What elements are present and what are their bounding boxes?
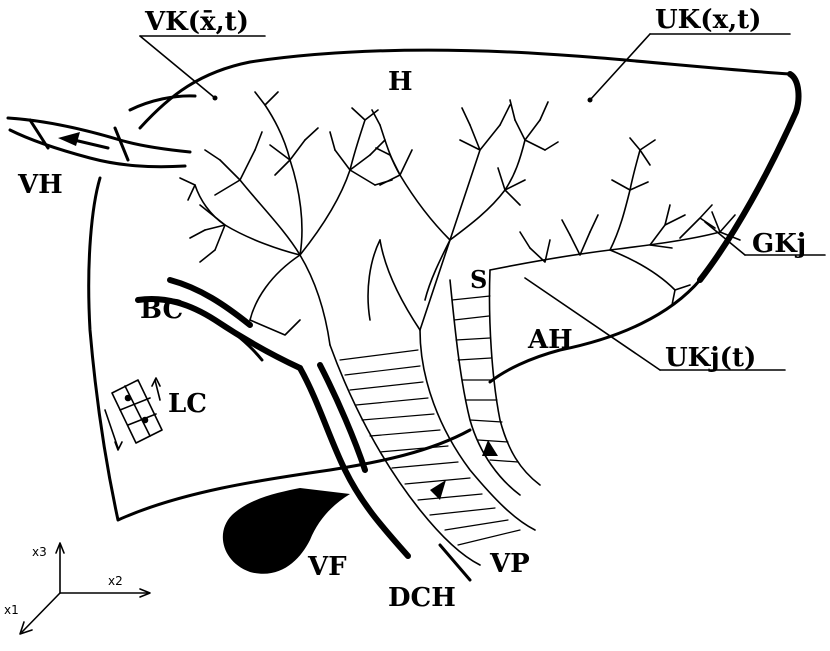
label-lc: LC <box>168 389 207 419</box>
vascular-tree-right <box>489 137 741 306</box>
label-vf: VF <box>307 552 347 582</box>
leader-lines <box>139 33 826 371</box>
coordinate-axes <box>19 542 151 635</box>
gallbladder <box>222 488 350 574</box>
label-gkj: GKj <box>752 229 806 259</box>
label-uk: UK(x,t) <box>655 5 761 35</box>
portal-vein <box>329 329 536 582</box>
label-ah: AH <box>527 325 573 355</box>
label-vh: VH <box>17 170 63 200</box>
liver-lobule <box>104 377 163 451</box>
axis-label-x1: x1 <box>4 603 19 617</box>
label-dch: DCH <box>388 583 456 613</box>
axis-label-x2: x2 <box>108 574 123 588</box>
vascular-tree-center <box>367 99 559 331</box>
label-ukj: UKj(t) <box>665 343 756 373</box>
vascular-tree-left <box>179 91 393 346</box>
label-s: S <box>470 265 487 294</box>
label-vp: VP <box>489 549 530 579</box>
axis-label-x3: x3 <box>32 545 47 559</box>
label-bc: BC <box>140 295 183 325</box>
liver-outline <box>87 48 800 522</box>
hepatic-vein <box>6 94 197 169</box>
leader-dot <box>587 97 593 103</box>
leader-dot <box>212 95 218 101</box>
liver-outline-right-edge <box>697 71 802 283</box>
label-h: H <box>388 67 413 97</box>
bile-duct-system <box>135 277 411 559</box>
hepatic-artery <box>449 269 541 496</box>
label-vk: VK(x̄,t) <box>144 7 249 37</box>
